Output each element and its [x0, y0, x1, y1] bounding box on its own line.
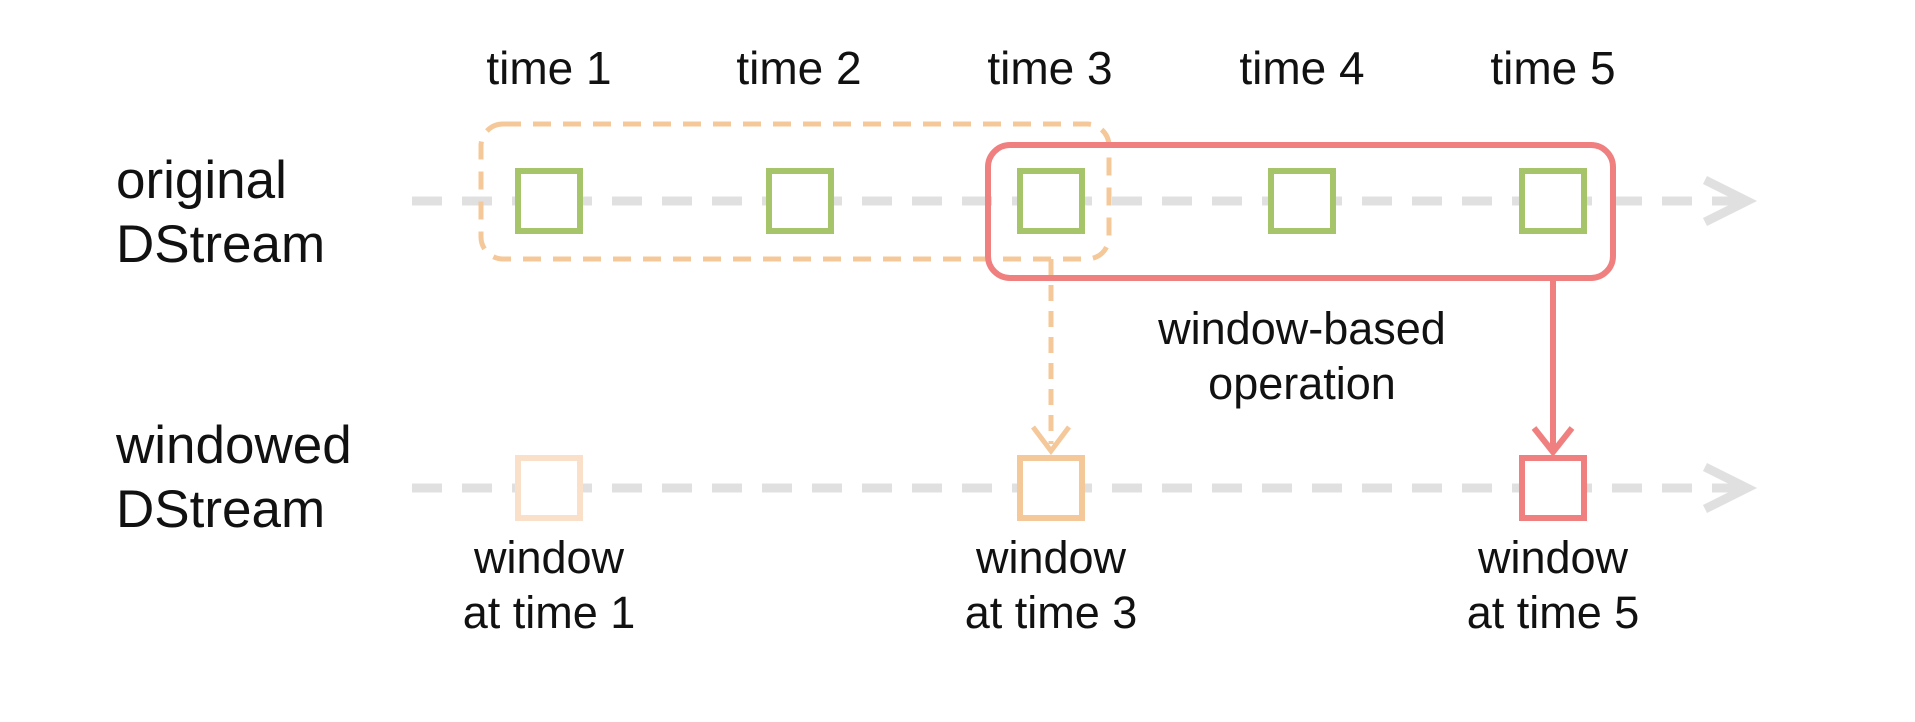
operation-label: window-based operation [1157, 303, 1446, 409]
window-box-time-1 [515, 455, 583, 521]
time-label-2: time 2 [736, 42, 861, 94]
time-label-4: time 4 [1239, 42, 1364, 94]
window-caption-time-3-line1: window [975, 532, 1127, 583]
window-box-time-3 [1017, 455, 1085, 521]
time-label-1: time 1 [486, 42, 611, 94]
row-label-original: original DStream [116, 151, 325, 274]
past-window-arrowhead [1031, 425, 1071, 456]
window-caption-time-5-line1: window [1477, 532, 1629, 583]
operation-label-line2: operation [1208, 358, 1396, 409]
time-labels: time 1 time 2 time 3 time 4 time 5 [486, 42, 1615, 94]
batch-box-time-3 [1017, 168, 1085, 234]
windowed-timeline-arrowhead [1702, 462, 1758, 514]
window-caption-time-5-line2: at time 5 [1467, 587, 1640, 638]
row-label-original-line1: original [116, 151, 287, 210]
time-label-5: time 5 [1490, 42, 1615, 94]
row-label-original-line2: DStream [116, 215, 325, 274]
current-window-arrow [1531, 278, 1575, 457]
operation-label-line1: window-based [1157, 303, 1446, 354]
batch-box-time-5 [1519, 168, 1587, 234]
batch-box-time-4 [1268, 168, 1336, 234]
window-caption-time-3-line2: at time 3 [965, 587, 1138, 638]
window-caption-time-1-line1: window [473, 532, 625, 583]
past-window-arrow [1031, 259, 1071, 456]
time-label-3: time 3 [987, 42, 1112, 94]
current-window-arrowhead [1531, 426, 1575, 457]
row-label-windowed: windowed DStream [115, 416, 352, 539]
batch-box-time-1 [515, 168, 583, 234]
window-caption-time-5: window at time 5 [1467, 532, 1640, 638]
batch-box-time-2 [766, 168, 834, 234]
window-caption-time-1-line2: at time 1 [463, 587, 636, 638]
current-window-box [985, 142, 1616, 281]
past-window-box [478, 121, 1112, 262]
row-label-windowed-line1: windowed [115, 416, 352, 475]
original-batches [515, 168, 1587, 234]
window-box-time-5 [1519, 455, 1587, 521]
original-timeline-arrowhead [1702, 175, 1758, 227]
row-label-windowed-line2: DStream [116, 480, 325, 539]
window-caption-time-3: window at time 3 [965, 532, 1138, 638]
window-caption-time-1: window at time 1 [463, 532, 636, 638]
windowed-batches [515, 455, 1587, 521]
